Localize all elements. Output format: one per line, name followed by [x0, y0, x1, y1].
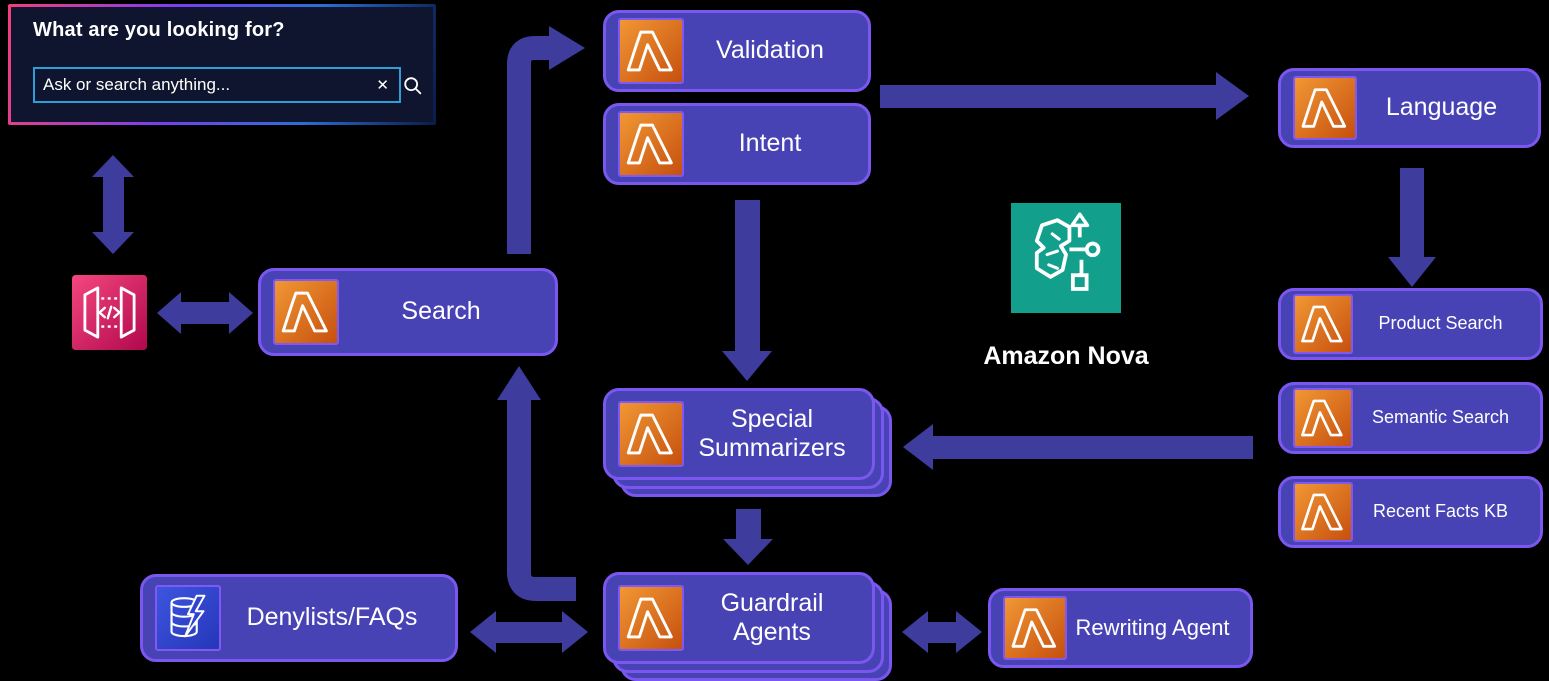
- lambda-icon: [1293, 482, 1353, 542]
- node-label: Denylists/FAQs: [246, 603, 418, 632]
- node-guardrail-agents-front: Guardrail Agents: [603, 572, 875, 664]
- lambda-icon: [618, 585, 684, 651]
- lambda-icon: [1293, 294, 1353, 354]
- node-product-search: Product Search: [1278, 288, 1543, 360]
- node-label: Guardrail Agents: [720, 588, 824, 647]
- amazon-nova-label: Amazon Nova: [983, 342, 1149, 370]
- node-special-summarizers: Special Summarizers: [603, 388, 892, 497]
- node-semantic-search: Semantic Search: [1278, 382, 1543, 454]
- api-gateway-icon: [72, 275, 147, 350]
- lambda-icon: [618, 111, 684, 177]
- search-widget: What are you looking for? ✕: [8, 4, 436, 125]
- lambda-icon: [1293, 388, 1353, 448]
- node-intent: Intent: [603, 103, 871, 185]
- search-input-box[interactable]: ✕: [33, 67, 401, 103]
- node-language: Language: [1278, 68, 1541, 148]
- node-label: Intent: [738, 129, 802, 158]
- node-label: Semantic Search: [1371, 407, 1510, 428]
- lambda-icon: [1003, 596, 1067, 660]
- node-validation: Validation: [603, 10, 871, 92]
- node-search: Search: [258, 268, 558, 356]
- search-icon[interactable]: [402, 75, 424, 97]
- amazon-nova-icon: [1011, 203, 1121, 313]
- search-widget-body: What are you looking for? ✕: [11, 7, 433, 122]
- node-label: Rewriting Agent: [1075, 615, 1230, 641]
- search-input[interactable]: [35, 75, 367, 95]
- node-label: Search: [401, 297, 481, 326]
- lambda-icon: [618, 401, 684, 467]
- lambda-icon: [618, 18, 684, 84]
- node-recent-facts-kb: Recent Facts KB: [1278, 476, 1543, 548]
- arrow-guardrail-to-search: [507, 398, 576, 601]
- database-icon: [155, 585, 221, 651]
- node-guardrail-agents: Guardrail Agents: [603, 572, 892, 681]
- node-denylists-faqs: Denylists/FAQs: [140, 574, 458, 662]
- node-label: Validation: [716, 36, 824, 65]
- node-label: Recent Facts KB: [1372, 501, 1509, 522]
- node-label: Product Search: [1378, 313, 1503, 334]
- node-rewriting-agent: Rewriting Agent: [988, 588, 1253, 668]
- search-widget-title: What are you looking for?: [33, 19, 285, 41]
- lambda-icon: [1293, 76, 1357, 140]
- node-label: Special Summarizers: [698, 404, 846, 463]
- clear-icon[interactable]: ✕: [376, 77, 389, 94]
- node-special-summarizers-front: Special Summarizers: [603, 388, 875, 480]
- node-label: Language: [1385, 93, 1498, 122]
- arrow-search-to-validation: [507, 36, 550, 254]
- lambda-icon: [273, 279, 339, 345]
